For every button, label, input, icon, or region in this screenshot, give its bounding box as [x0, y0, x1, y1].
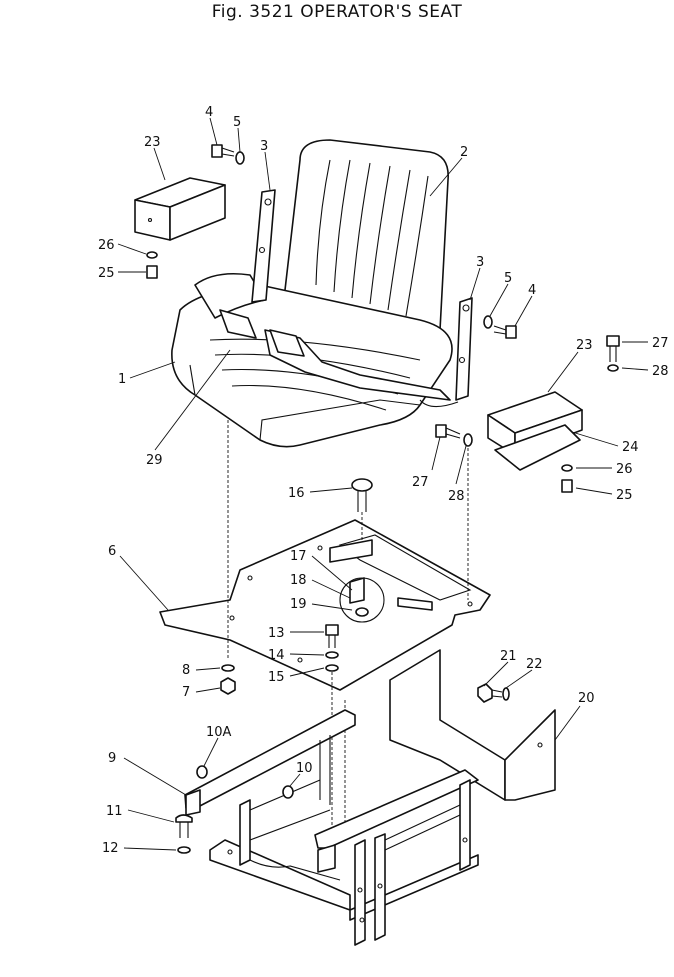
callout-2: 2 [460, 145, 468, 160]
washer-14 [325, 651, 339, 659]
callout-7: 7 [182, 685, 190, 700]
washer-28-right [607, 364, 619, 372]
armrest-pad-23-left [134, 177, 226, 241]
callout-9: 9 [108, 751, 116, 766]
armrest-bracket-left [251, 189, 276, 303]
washer-22 [502, 687, 510, 701]
leader-lines [117, 117, 649, 851]
callout-14: 14 [268, 648, 285, 663]
washer-5-right [483, 315, 493, 329]
callout-17: 17 [290, 549, 307, 564]
callout-3-left: 3 [260, 139, 268, 154]
bolt-25-right [561, 479, 573, 493]
callout-24: 24 [622, 440, 639, 455]
callout-8: 8 [182, 663, 190, 678]
callout-4-right: 4 [528, 283, 536, 298]
bolt-27-right-shank [609, 346, 617, 362]
bolt-13 [325, 624, 339, 648]
callout-27-lower: 27 [412, 475, 429, 490]
callout-23-left: 23 [144, 135, 161, 150]
bolt-27-right-head [606, 335, 620, 347]
callout-25-left: 25 [98, 266, 115, 281]
armrest-bracket-right [419, 297, 473, 408]
callout-23-right: 23 [576, 338, 593, 353]
callout-26-left: 26 [98, 238, 115, 253]
callout-20: 20 [578, 691, 595, 706]
callout-13: 13 [268, 626, 285, 641]
callout-25-right: 25 [616, 488, 633, 503]
callout-5-left: 5 [233, 115, 241, 130]
callout-15: 15 [268, 670, 285, 685]
callout-28-lower: 28 [448, 489, 465, 504]
pin-10 [282, 785, 294, 799]
callout-6: 6 [108, 544, 116, 559]
callout-10: 10 [296, 761, 313, 776]
washer-26-left [146, 251, 158, 259]
washer-12 [177, 846, 191, 854]
bolt-11 [175, 814, 193, 838]
callout-3-right: 3 [476, 255, 484, 270]
knob-16 [351, 478, 373, 512]
washer-8 [221, 664, 235, 672]
callout-5-right: 5 [504, 271, 512, 286]
callout-18: 18 [290, 573, 307, 588]
callout-10a: 10A [206, 725, 232, 740]
seat-belt [194, 272, 451, 401]
pin-10a [196, 765, 208, 779]
callout-22: 22 [526, 657, 543, 672]
base-plate-6 [159, 519, 491, 691]
callout-4-left: 4 [205, 105, 213, 120]
callout-19: 19 [290, 597, 307, 612]
callout-27-right: 27 [652, 336, 669, 351]
callout-21: 21 [500, 649, 517, 664]
callout-1: 1 [118, 372, 126, 387]
seat-frame-9 [184, 709, 479, 946]
figure-title: Fig. 3521 OPERATOR'S SEAT [211, 2, 463, 22]
callout-12: 12 [102, 841, 119, 856]
callout-11: 11 [106, 804, 123, 819]
bolt-4-left [211, 144, 235, 158]
bolt-25-left [146, 265, 158, 279]
nut-7 [220, 677, 236, 695]
bolt-21 [477, 683, 503, 703]
washer-28-lower [463, 433, 473, 447]
bolt-4-right [493, 325, 517, 339]
washer-26-right [561, 464, 573, 472]
callout-29: 29 [146, 453, 163, 468]
callout-26-right: 26 [616, 462, 633, 477]
callout-28-right: 28 [652, 364, 669, 379]
callout-16: 16 [288, 486, 305, 501]
side-cover-20 [389, 649, 556, 801]
callouts: 4 5 3 23 2 26 25 3 5 4 23 27 28 1 24 29 … [98, 105, 669, 856]
bolt-27-lower [435, 424, 461, 439]
washer-15 [325, 664, 339, 672]
washer-5-left [235, 151, 245, 165]
armrest-pad-23-right [487, 391, 583, 471]
